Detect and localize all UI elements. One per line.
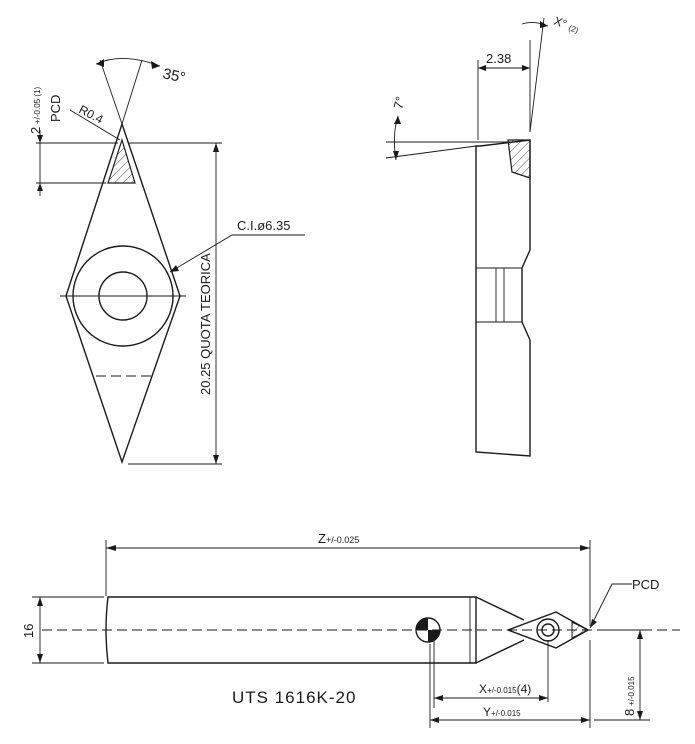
tool-shank <box>105 596 477 664</box>
inscribed-circle-label: C.I.ø6.35 <box>237 218 290 233</box>
pcd-thickness-value: 2 <box>28 127 43 134</box>
tool-assembly-view: Z+/-0.025 PCD 16 <box>21 531 680 728</box>
angle-35-label: 35° <box>161 65 187 86</box>
part-number-label: UTS 1616K-20 <box>232 688 356 707</box>
theoretical-dimension-label: 20.25 QUOTA TEORICA <box>198 253 213 395</box>
insert-side-view: 2.38 X° (2) 7° <box>385 14 580 457</box>
insert-outline <box>65 121 181 465</box>
pcd-side-hatched <box>507 139 531 179</box>
pcd-label-top: PCD <box>48 95 63 122</box>
height-dimension-tolerance: +/-0.015 <box>627 676 636 706</box>
height-dimension-value: 8 <box>622 709 637 716</box>
tip-angle-note: (2) <box>567 23 580 35</box>
insert-top-view: 35° R0.4 2 +/-0.05 (1) PCD C.I.ø6.35 <box>28 58 305 465</box>
angle-arc-35 <box>95 58 161 67</box>
overall-length-label: Z+/-0.025 <box>318 531 359 546</box>
y-dimension-label: Y+/-0.015 <box>483 705 521 719</box>
clearance-angle-label: 7° <box>390 95 408 111</box>
pcd-tip-hatched <box>107 137 136 184</box>
tip-angle-label: X° <box>552 14 569 32</box>
tool-pcd-label: PCD <box>632 577 659 592</box>
insert-side-outline <box>475 139 531 457</box>
shank-diameter-label: 16 <box>21 624 36 638</box>
width-label: 2.38 <box>486 51 511 66</box>
x-dimension-label: X+/-0.015(4) <box>479 682 531 696</box>
pcd-thickness-tolerance: +/-0.05 (1) <box>33 87 42 124</box>
